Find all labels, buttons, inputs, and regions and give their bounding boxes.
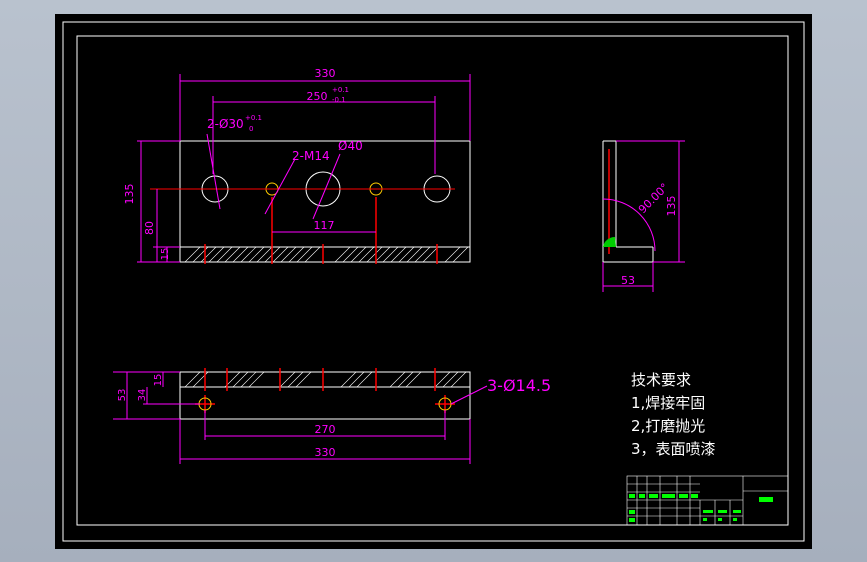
title-block-green-text [629,494,773,522]
side-view: 90.00° 135 53 [602,140,685,292]
front-view: 330 250 +0.1 -0.1 2-Ø30 +0.1 0 2-M14 Ø40… [123,67,471,264]
center-lines-vertical [204,197,438,264]
top-holes-label: 3-Ø14.5 [487,376,551,395]
tech-requirement-item: 2,打磨抛光 [631,417,705,435]
inner-frame [76,35,789,526]
tech-requirement-item: 1,焊接牢固 [631,394,705,412]
front-view-dimensions [137,74,471,263]
top-dim-hole-pos: 34 [137,389,148,402]
angle-marker [603,236,616,247]
front-dim-height: 135 [123,184,136,205]
side-height: 135 [665,196,678,217]
front-dim-thread: 2-M14 [292,149,330,163]
top-dim-pitch: 270 [315,423,336,436]
top-dim-height: 53 [117,389,128,402]
front-dim-pitch-tol-upper: +0.1 [332,86,349,94]
cad-drawing: 330 250 +0.1 -0.1 2-Ø30 +0.1 0 2-M14 Ø40… [62,21,805,542]
front-view-hatch [184,246,469,263]
title-block [626,475,789,526]
tech-requirement-item: 3，表面喷漆 [631,440,716,458]
front-dim-holes-tol-upper: +0.1 [245,114,262,122]
drawing-viewport[interactable]: 330 250 +0.1 -0.1 2-Ø30 +0.1 0 2-M14 Ø40… [55,14,812,549]
front-dim-holes: 2-Ø30 [207,117,244,131]
side-width: 53 [621,274,635,287]
front-dim-thread-pitch: 117 [314,219,335,232]
top-dim-total: 330 [315,446,336,459]
front-dim-total: 330 [315,67,336,80]
front-dim-holes-tol-lower: 0 [249,125,253,133]
top-view: 3-Ø14.5 270 330 53 34 15 [113,368,551,464]
front-dim-pitch: 250 [307,90,328,103]
front-dim-center-height: 80 [143,221,156,235]
front-view-base [179,246,471,263]
tech-requirements-title: 技术要求 [631,371,691,389]
outer-frame [62,21,805,542]
top-view-hatch [184,371,467,388]
front-dim-center-hole: Ø40 [338,139,363,153]
tech-requirements: 技术要求 1,焊接牢固 2,打磨抛光 3，表面喷漆 [631,371,716,458]
top-dim-thickness: 15 [153,374,164,387]
front-dim-bottom: 15 [160,248,171,261]
front-dim-pitch-tol-lower: -0.1 [332,96,346,104]
